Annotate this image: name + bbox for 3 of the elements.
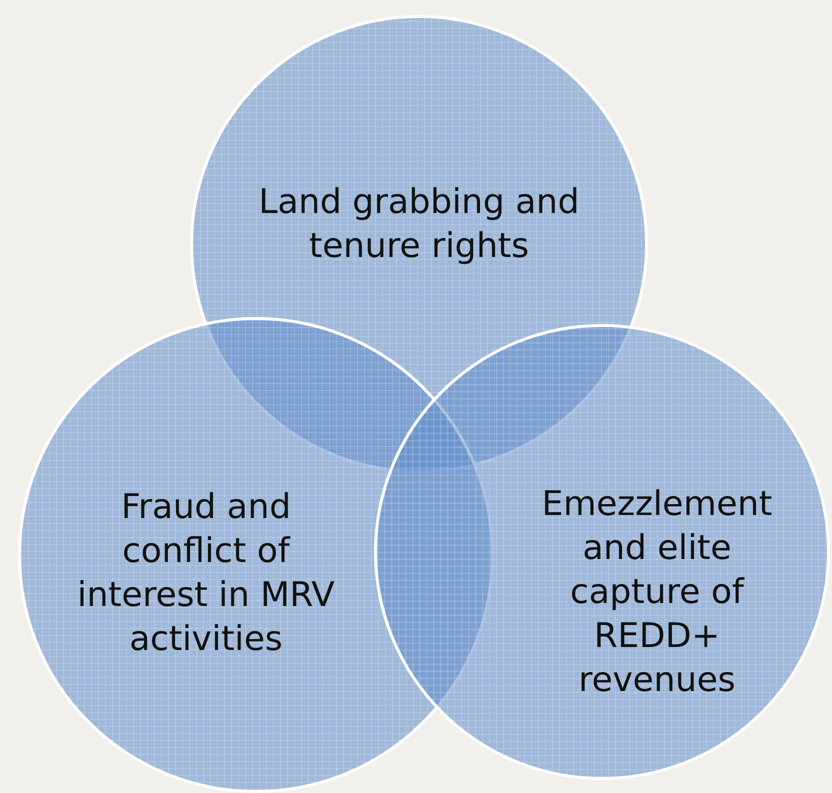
circle-label: Land grabbing and tenure rights [258, 181, 580, 268]
circle-label: Fraud and conflict of interest in MRV activities [76, 486, 336, 661]
circle-label: Emezzlement and elite capture of REDD+ revenues [540, 483, 774, 702]
